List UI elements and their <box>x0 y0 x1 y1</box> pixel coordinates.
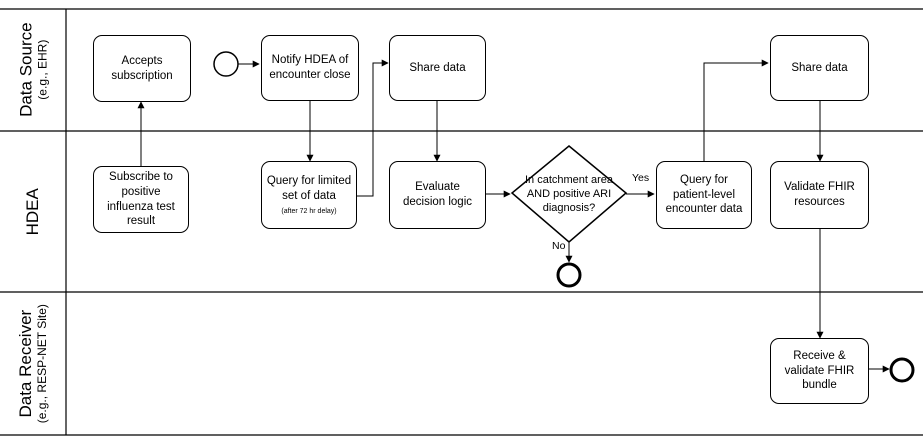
lane-data-source: Data Source (e.g., EHR) <box>0 9 66 131</box>
lane-title: HDEA <box>23 187 43 236</box>
accepts-subscription-box: Accepts subscription <box>93 35 191 102</box>
box-label: Subscribe to positive influenza test res… <box>107 170 175 228</box>
edge-query-to-share <box>357 59 389 197</box>
lane-subtitle: (e.g., EHR) <box>34 40 49 101</box>
box-label: Notify HDEA of encounter close <box>269 54 351 81</box>
box-label: Accepts subscription <box>111 54 173 82</box>
box-label: Share data <box>409 61 466 74</box>
query-patient-box: Query for patient-level encounter data <box>656 161 752 229</box>
delay-note: (after 72 hr delay) <box>281 207 337 215</box>
box-label: Receive & validate FHIR bundle <box>784 349 855 392</box>
no-label: No <box>552 240 566 252</box>
validate-fhir-box: Validate FHIR resources <box>770 161 869 229</box>
receive-validate-box: Receive & validate FHIR bundle <box>770 338 869 404</box>
box-label: Validate FHIR resources <box>784 181 855 208</box>
notify-hdea-box: Notify HDEA of encounter close <box>261 35 359 101</box>
lane-data-receiver: Data Receiver (e.g., RESP-NET Site) <box>0 292 66 435</box>
lane-title: Data Source <box>16 22 36 118</box>
end-event-final <box>889 357 915 383</box>
decision-text: In catchment area AND positive ARI diagn… <box>524 173 614 215</box>
end-event-no <box>556 262 582 288</box>
box-label: Query for patient-level encounter data <box>665 173 743 216</box>
lane-subtitle: (e.g., RESP-NET Site) <box>34 303 49 424</box>
evaluate-logic-box: Evaluate decision logic <box>389 161 486 229</box>
yes-label: Yes <box>632 172 650 184</box>
decision-label: In catchment area AND positive ARI diagn… <box>524 168 614 220</box>
lane-title: Data Receiver <box>16 309 36 418</box>
share-data-box-1: Share data <box>389 35 486 101</box>
subscribe-box: Subscribe to positive influenza test res… <box>93 166 189 233</box>
box-label: Query for limited set of data <box>266 175 352 202</box>
box-label: Share data <box>791 61 848 74</box>
start-event <box>213 51 239 77</box>
box-label: Evaluate decision logic <box>402 181 473 208</box>
query-limited-box: Query for limited set of data (after 72 … <box>261 161 357 229</box>
lane-hdea: HDEA <box>0 131 66 292</box>
edge-patient-to-share <box>703 59 769 162</box>
share-data-box-2: Share data <box>770 35 869 101</box>
